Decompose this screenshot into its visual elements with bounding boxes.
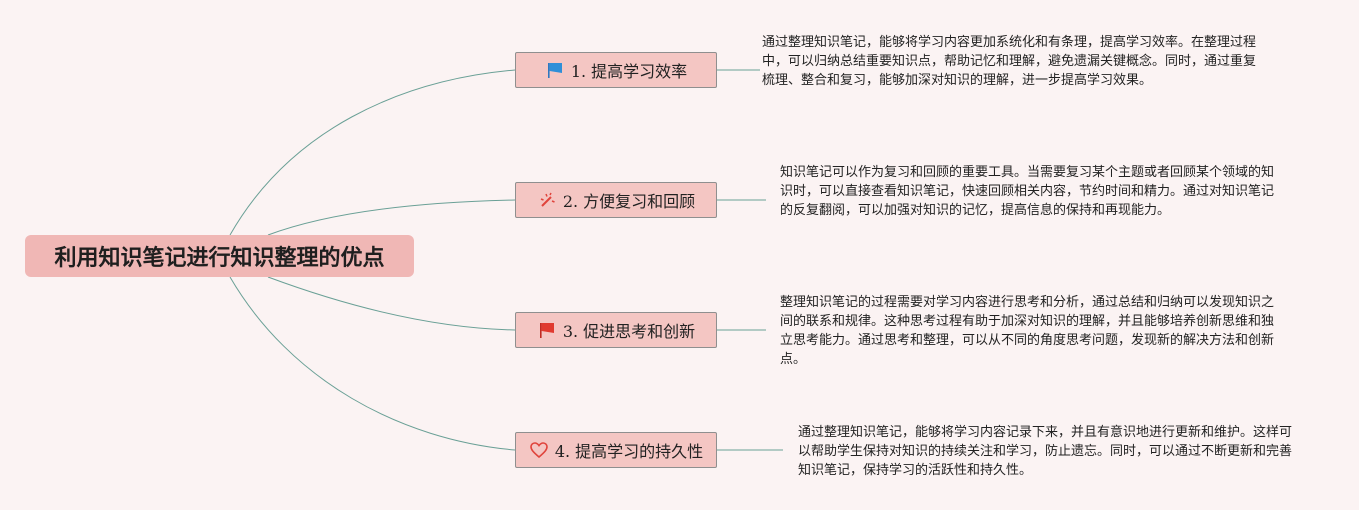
branch-2-description: 知识笔记可以作为复习和回顾的重要工具。当需要复习某个主题或者回顾某个领域的知识时… <box>780 165 1275 218</box>
branch-1-topic[interactable]: 1. 提高学习效率 <box>515 52 717 88</box>
branch-3-label: 3. 促进思考和创新 <box>562 322 696 341</box>
connector-root-branch-3 <box>267 276 516 331</box>
sparkle-tools-icon <box>537 190 557 210</box>
root-topic[interactable]: 利用知识笔记进行知识整理的优点 <box>25 235 414 277</box>
branch-2-topic[interactable]: 2. 方便复习和回顾 <box>515 182 717 218</box>
branch-4-description: 通过整理知识笔记，能够将学习内容记录下来，并且有意识地进行更新和维护。这样可以帮… <box>798 425 1293 478</box>
branch-1-description: 通过整理知识笔记，能够将学习内容更加系统化和有条理，提高学习效率。在整理过程中，… <box>762 35 1257 88</box>
connector-root-branch-1 <box>229 69 516 236</box>
connector-root-branch-4 <box>229 276 516 451</box>
heart-outline-icon <box>529 440 549 460</box>
branch-3-topic[interactable]: 3. 促进思考和创新 <box>515 312 717 348</box>
red-flag-icon <box>537 320 557 340</box>
branch-4-topic[interactable]: 4. 提高学习的持久性 <box>515 432 717 468</box>
branch-1-label: 1. 提高学习效率 <box>570 62 688 81</box>
blue-flag-icon <box>545 60 565 80</box>
branch-4-label: 4. 提高学习的持久性 <box>554 442 704 461</box>
branch-3-description: 整理知识笔记的过程需要对学习内容进行思考和分析，通过总结和归纳可以发现知识之间的… <box>780 295 1275 367</box>
connector-root-branch-2 <box>267 199 516 236</box>
root-topic-label: 利用知识笔记进行知识整理的优点 <box>54 246 385 271</box>
branch-2-label: 2. 方便复习和回顾 <box>562 192 696 211</box>
